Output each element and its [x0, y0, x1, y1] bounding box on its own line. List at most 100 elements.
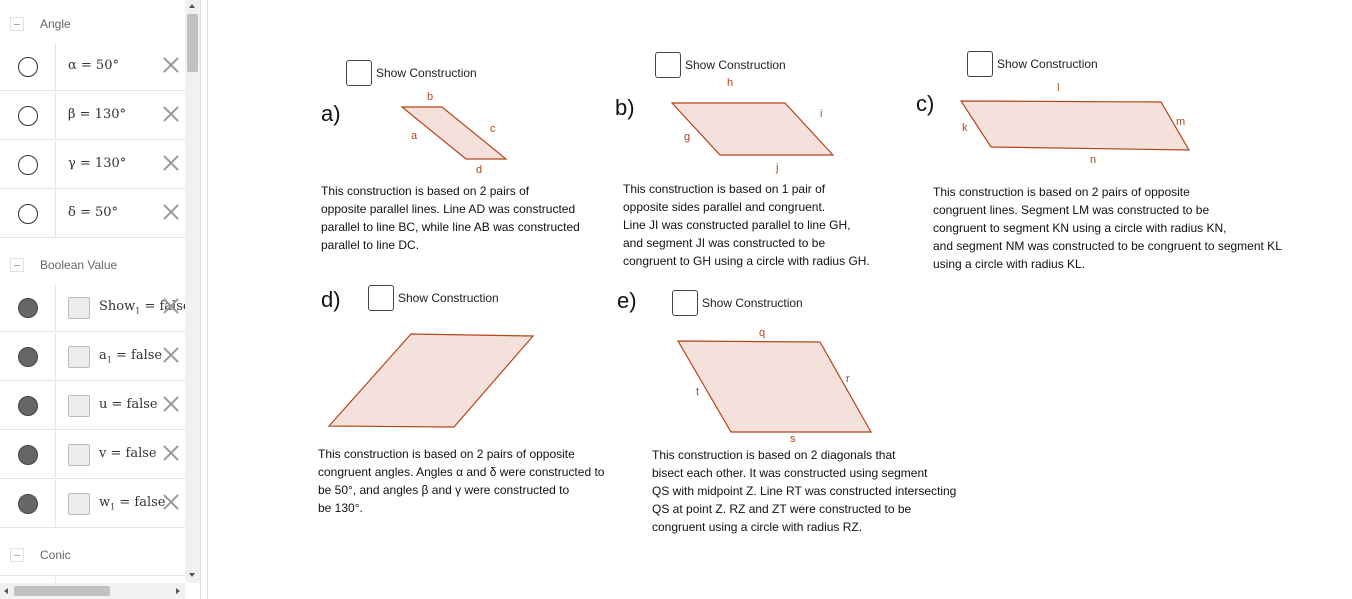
vertex-label-s: s: [790, 433, 796, 445]
panel-label-e: e): [617, 288, 637, 313]
visibility-toggle[interactable]: [0, 141, 56, 188]
hidden-object-icon[interactable]: [18, 57, 38, 77]
algebra-expression[interactable]: u = false: [99, 397, 158, 412]
vertex-label-j: j: [775, 162, 778, 174]
delete-icon[interactable]: [161, 394, 181, 414]
vertex-label-t: t: [696, 386, 699, 398]
group-title: Boolean Value: [40, 258, 118, 272]
algebra-item-beta[interactable]: β = 130°: [0, 92, 185, 140]
visibility-toggle[interactable]: [0, 284, 56, 331]
scroll-up-icon[interactable]: [189, 4, 195, 8]
show-construction-checkbox-a[interactable]: [346, 60, 372, 86]
shapes-canvas: b c a d h i g j l m k n q r t s: [327, 77, 1191, 445]
vertex-label-q: q: [759, 327, 765, 339]
visible-object-icon[interactable]: [18, 396, 38, 416]
algebra-item-w1[interactable]: w1 = false: [0, 480, 185, 528]
visibility-toggle[interactable]: [0, 190, 56, 237]
parallelogram-c[interactable]: [959, 100, 1191, 151]
algebra-expression[interactable]: a1 = false: [99, 348, 163, 365]
vertical-scrollbar[interactable]: [185, 0, 200, 583]
visible-object-icon[interactable]: [18, 494, 38, 514]
show-construction-checkbox-e[interactable]: [672, 290, 698, 316]
view-splitter[interactable]: [200, 0, 208, 599]
visibility-toggle[interactable]: [0, 43, 56, 90]
show-construction-label-d[interactable]: Show Construction: [398, 291, 499, 305]
scroll-down-icon[interactable]: [189, 573, 195, 577]
collapse-group-icon[interactable]: [10, 258, 24, 272]
panel-label-b: b): [615, 95, 635, 120]
algebra-item-delta[interactable]: δ = 50°: [0, 190, 185, 238]
show-construction-checkbox-b[interactable]: [655, 52, 681, 78]
boolean-checkbox[interactable]: [68, 395, 90, 417]
vertex-label-b: b: [427, 91, 433, 103]
show-construction-label-a[interactable]: Show Construction: [376, 66, 477, 80]
description-e: This construction is based on 2 diagonal…: [652, 448, 957, 534]
vertex-label-c: c: [490, 123, 496, 135]
boolean-checkbox[interactable]: [68, 493, 90, 515]
delete-icon[interactable]: [161, 443, 181, 463]
panel-label-d: d): [321, 287, 341, 312]
show-construction-label-e[interactable]: Show Construction: [702, 296, 803, 310]
boolean-checkbox[interactable]: [68, 297, 90, 319]
vertex-label-k: k: [962, 122, 968, 134]
delete-icon[interactable]: [161, 345, 181, 365]
algebra-expression[interactable]: v = false: [99, 446, 157, 461]
scroll-right-icon[interactable]: [176, 588, 180, 594]
visibility-toggle[interactable]: [0, 431, 56, 478]
visibility-toggle[interactable]: [0, 576, 56, 583]
algebra-item-v[interactable]: v = false: [0, 431, 185, 479]
algebra-expression[interactable]: w1 = false: [99, 495, 166, 512]
graphics-view[interactable]: b c a d h i g j l m k n q r t s Show Con…: [208, 0, 1352, 599]
group-title: Conic: [40, 548, 71, 562]
show-construction-checkbox-d[interactable]: [368, 285, 394, 311]
visibility-toggle[interactable]: [0, 382, 56, 429]
delete-icon[interactable]: [161, 296, 181, 316]
algebra-item-gamma[interactable]: γ = 130°: [0, 141, 185, 189]
visibility-toggle[interactable]: [0, 92, 56, 139]
hidden-object-icon[interactable]: [18, 155, 38, 175]
algebra-item-alpha[interactable]: α = 50°: [0, 43, 185, 91]
delete-icon[interactable]: [161, 104, 181, 124]
group-header-boolean-value[interactable]: Boolean Value: [0, 245, 185, 285]
visible-object-icon[interactable]: [18, 347, 38, 367]
delete-icon[interactable]: [161, 202, 181, 222]
visibility-toggle[interactable]: [0, 333, 56, 380]
algebra-item-partial[interactable]: [0, 575, 185, 583]
description-a: This construction is based on 2 pairs of…: [321, 184, 580, 252]
hidden-object-icon[interactable]: [18, 106, 38, 126]
visible-object-icon[interactable]: [18, 445, 38, 465]
boolean-checkbox[interactable]: [68, 444, 90, 466]
parallelogram-e[interactable]: [676, 340, 873, 433]
scroll-left-icon[interactable]: [4, 588, 8, 594]
algebra-expression[interactable]: β = 130°: [68, 107, 126, 122]
show-construction-label-c[interactable]: Show Construction: [997, 57, 1098, 71]
algebra-expression[interactable]: α = 50°: [68, 58, 119, 73]
algebra-expression[interactable]: δ = 50°: [68, 205, 119, 220]
horizontal-scrollbar[interactable]: [0, 583, 185, 599]
description-b: This construction is based on 1 pair of …: [623, 182, 870, 268]
group-header-angle[interactable]: Angle: [0, 4, 185, 44]
algebra-item-show1[interactable]: Show1 = false: [0, 284, 185, 332]
vertex-label-i: i: [820, 108, 822, 120]
boolean-checkbox[interactable]: [68, 346, 90, 368]
parallelogram-d[interactable]: [327, 333, 535, 428]
visibility-toggle[interactable]: [0, 480, 56, 527]
delete-icon[interactable]: [161, 153, 181, 173]
visible-object-icon[interactable]: [18, 298, 38, 318]
parallelogram-b[interactable]: [670, 102, 835, 156]
show-construction-label-b[interactable]: Show Construction: [685, 58, 786, 72]
collapse-group-icon[interactable]: [10, 17, 24, 31]
vertex-label-h: h: [727, 77, 733, 89]
show-construction-checkbox-c[interactable]: [967, 51, 993, 77]
parallelogram-a[interactable]: [400, 106, 508, 160]
scrollbar-thumb[interactable]: [187, 14, 198, 72]
algebra-item-u[interactable]: u = false: [0, 382, 185, 430]
collapse-group-icon[interactable]: [10, 548, 24, 562]
algebra-item-a1[interactable]: a1 = false: [0, 333, 185, 381]
algebra-expression[interactable]: γ = 130°: [68, 156, 127, 171]
delete-icon[interactable]: [161, 55, 181, 75]
group-header-conic[interactable]: Conic: [0, 535, 185, 575]
scrollbar-thumb[interactable]: [14, 586, 110, 596]
hidden-object-icon[interactable]: [18, 204, 38, 224]
delete-icon[interactable]: [161, 492, 181, 512]
